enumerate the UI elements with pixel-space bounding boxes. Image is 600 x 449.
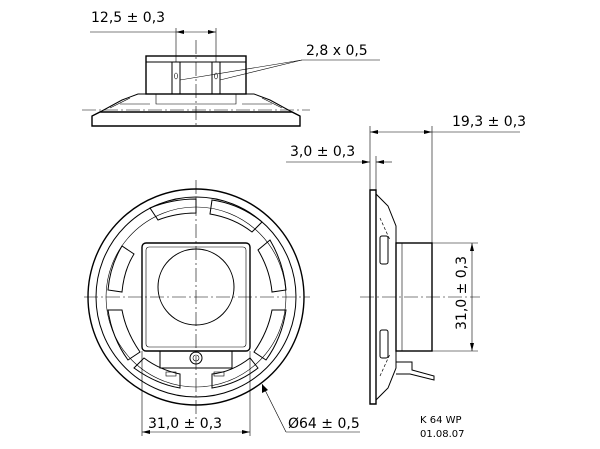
top-view: 12,5 ± 0,3 2,8 x 0,5 <box>82 10 380 128</box>
arrow-head <box>242 430 250 434</box>
magnet-body-top <box>145 55 247 95</box>
basket-window <box>107 245 135 293</box>
basket-window <box>107 309 141 361</box>
terminal-rivet-inner <box>192 354 200 362</box>
arrow-head <box>424 130 432 134</box>
dim-terminal-size: 2,8 x 0,5 <box>306 43 368 59</box>
magnet-core <box>157 248 235 326</box>
basket-window <box>211 357 259 389</box>
terminal-rivet <box>189 351 203 365</box>
arrow-head <box>376 160 384 164</box>
inner-rim <box>95 196 297 398</box>
terminal-right-hole <box>214 72 218 80</box>
basket-ribs <box>109 97 283 109</box>
terminal-pad-right <box>213 371 225 377</box>
dim-overall-depth: 19,3 ± 0,3 <box>452 114 526 130</box>
side-view: 19,3 ± 0,3 3,0 ± 0,3 31,0 ± 0,3 <box>286 114 526 405</box>
terminal-board <box>159 351 233 369</box>
side-flange <box>369 189 377 405</box>
side-basket-slot <box>379 329 389 359</box>
magnet-square <box>141 242 251 352</box>
terminal-left <box>171 61 181 95</box>
drawing-date: 01.08.07 <box>420 429 465 440</box>
arrow-head <box>362 160 370 164</box>
terminal-left-hole <box>174 72 178 80</box>
title-block: K 64 WP 01.08.07 <box>420 415 465 440</box>
leader-terminal-size-2 <box>219 59 303 81</box>
basket-window <box>209 199 263 233</box>
arrow-head <box>176 30 184 34</box>
dim-terminal-spacing: 12,5 ± 0,3 <box>91 10 165 26</box>
side-hidden-lines <box>379 217 391 377</box>
basket-window <box>257 239 287 293</box>
dim-magnet-width: 31,0 ± 0,3 <box>148 416 222 432</box>
basket-window <box>133 357 181 389</box>
front-view: 31,0 ± 0,3 Ø64 ± 0,5 <box>84 180 360 436</box>
leader-diameter <box>261 383 287 433</box>
leader-terminal-size-1 <box>179 59 303 81</box>
dim-magnet-height: 31,0 ± 0,3 <box>454 256 470 330</box>
arrow-head <box>470 343 474 351</box>
side-terminal <box>396 361 435 381</box>
arrow-head <box>370 130 378 134</box>
arrow-head <box>208 30 216 34</box>
arrow-head <box>262 384 268 393</box>
terminal-pad-left <box>165 371 177 377</box>
dim-flange-thickness: 3,0 ± 0,3 <box>290 144 355 160</box>
basket-window <box>149 198 197 221</box>
terminal-strip <box>155 94 237 105</box>
dim-diameter: Ø64 ± 0,5 <box>288 416 360 432</box>
terminal-right <box>211 61 221 95</box>
arrow-head <box>470 243 474 251</box>
side-magnet <box>395 242 433 352</box>
model-number: K 64 WP <box>420 415 462 426</box>
basket-window <box>253 309 287 361</box>
outer-rim <box>87 188 305 406</box>
side-basket-slot <box>379 235 389 265</box>
magnet-inner <box>145 246 247 348</box>
arrow-head <box>142 430 150 434</box>
